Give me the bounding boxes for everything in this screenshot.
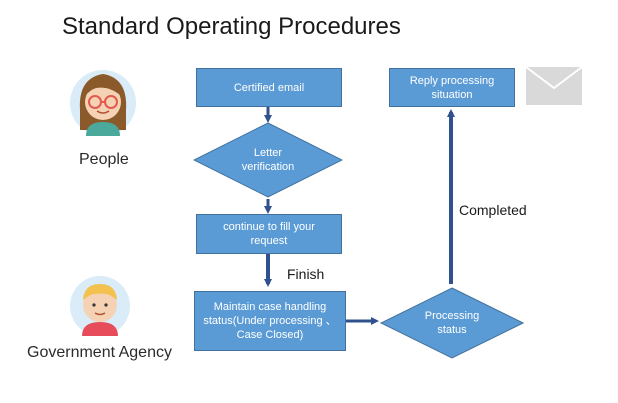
maintain-status-node: Maintain case handling status(Under proc… [194, 291, 346, 351]
girl-avatar-icon [70, 70, 136, 136]
certified-email-node: Certified email [196, 68, 342, 107]
reply-situation-node: Reply processing situation [389, 68, 515, 107]
page-title: Standard Operating Procedures [62, 13, 401, 40]
actor-people-label: People [79, 151, 129, 168]
decision-diamond-shape [193, 122, 343, 198]
envelope-icon [525, 66, 583, 105]
completed-edge-label: Completed [459, 202, 527, 218]
processing-status-label: Processing status [424, 310, 480, 336]
fill-request-node: continue to fill your request [196, 214, 342, 254]
processing-status-node: Processing status [380, 287, 524, 359]
letter-verification-node: Letter verification [193, 122, 343, 198]
finish-edge-label: Finish [287, 266, 325, 282]
boy-avatar-icon [70, 276, 130, 336]
decision-diamond-shape [380, 287, 524, 359]
letter-verification-label: Letter verification [241, 147, 295, 173]
actor-agency-label: Government Agency [27, 344, 172, 361]
